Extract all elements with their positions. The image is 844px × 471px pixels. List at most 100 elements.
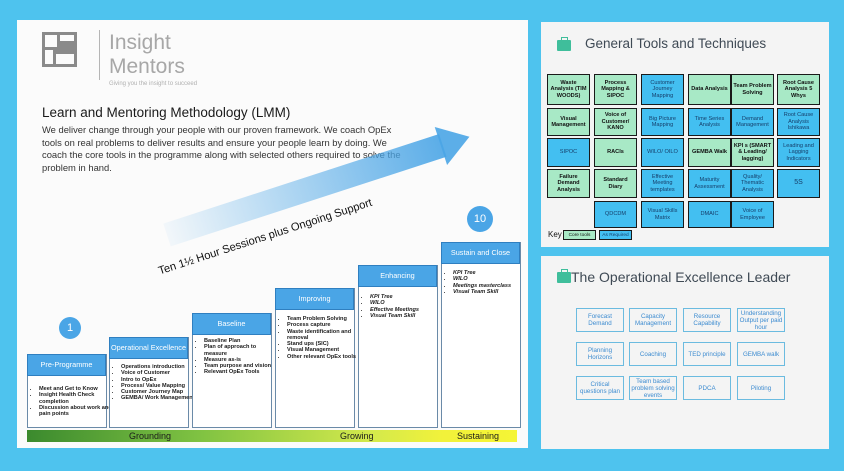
stage-item: Team purpose and vision xyxy=(204,363,280,369)
tool-cell: Visual Management xyxy=(547,108,590,136)
stage-items: KPI Tree WILO Meetings masterclass Visua… xyxy=(443,270,529,295)
tool-cell: DMAIC xyxy=(688,201,731,228)
stage-item: Operations introduction xyxy=(121,364,197,370)
stage-item: Plan of approach to measure xyxy=(204,344,280,357)
stage-item: WILO xyxy=(453,276,529,282)
stage-item: Process/ Value Mapping xyxy=(121,383,197,389)
stage-item: KPI Tree xyxy=(370,294,446,300)
insight-mentors-logo-icon xyxy=(42,32,77,67)
logo-divider xyxy=(99,30,100,80)
leader-item: Piloting xyxy=(737,376,785,400)
lmm-description: We deliver change through your people wi… xyxy=(42,124,401,173)
stage-item: Meetings masterclass xyxy=(453,283,529,289)
tools-panel: General Tools and Techniques Waste Analy… xyxy=(541,22,829,247)
leader-item: Forecast Demand xyxy=(576,308,624,332)
logo-word-mentors: Mentors xyxy=(109,55,185,78)
tool-cell: Quality/ Thematic Analysis xyxy=(731,169,774,198)
tool-cell: Root Cause Analysis Ishikawa xyxy=(777,108,820,136)
stage-items: Meet and Get to Know Insight Health Chec… xyxy=(29,386,115,417)
stage-card xyxy=(275,288,355,428)
leader-panel: The Operational Excellence Leader Foreca… xyxy=(541,256,829,449)
stage-item: WILO xyxy=(370,300,446,306)
tool-cell: Effective Meeting templates xyxy=(641,169,684,198)
tool-cell: Voice of Employee xyxy=(731,201,774,228)
leader-item: Understanding Output per paid hour xyxy=(737,308,785,332)
stage-header: Pre-Programme xyxy=(27,354,106,376)
tool-cell: Leading and Lagging Indicators xyxy=(777,138,820,167)
tool-cell: Customer Journey Mapping xyxy=(641,74,684,105)
tool-cell: Voice of Customer/ KANO xyxy=(594,108,637,136)
phase-label: Growing xyxy=(340,431,374,441)
tool-cell: QDCDM xyxy=(594,201,637,228)
logo-word-insight: Insight xyxy=(109,31,171,54)
tool-cell: Big Picture Mapping xyxy=(641,108,684,136)
leader-title: The Operational Excellence Leader xyxy=(571,269,791,285)
tool-cell: Failure Demand Analysis xyxy=(547,169,590,198)
lmm-panel: Insight Mentors Giving you the insight t… xyxy=(17,20,528,448)
stage-item: Customer Journey Map xyxy=(121,389,197,395)
tool-cell: KPI s (SMART & Leading/ lagging) xyxy=(731,138,774,167)
briefcase-icon xyxy=(557,269,571,283)
tool-cell: RACIs xyxy=(594,138,637,167)
tool-cell: 5S xyxy=(777,169,820,198)
stage-item: Baseline Plan xyxy=(204,338,280,344)
stage-item: Stand ups (SIC) xyxy=(287,341,363,347)
logo-tagline: Giving you the insight to succeed xyxy=(109,81,198,87)
briefcase-icon xyxy=(557,37,571,51)
stage-item: Team Problem Solving xyxy=(287,316,363,322)
leader-item: GEMBA walk xyxy=(737,342,785,366)
stage-item: Meet and Get to Know xyxy=(39,386,115,392)
leader-item: Coaching xyxy=(629,342,677,366)
tool-cell: Maturity Assessment xyxy=(688,169,731,198)
stage-header: Baseline xyxy=(192,313,271,335)
stage-header: Sustain and Close xyxy=(441,242,520,264)
stage-card xyxy=(441,242,521,428)
leader-item: Planning Horizons xyxy=(576,342,624,366)
tools-title: General Tools and Techniques xyxy=(585,36,767,51)
key-label: Key xyxy=(548,230,562,239)
stage-item: Other relevant OpEx tools xyxy=(287,354,363,360)
stage-items: Operations introduction Voice of Custome… xyxy=(111,364,197,402)
phase-gradient-bar xyxy=(27,430,517,442)
tool-cell: GEMBA Walk xyxy=(688,138,731,167)
end-marker: 10 xyxy=(467,206,493,232)
stage-item: Discussion about work and pain points xyxy=(39,405,115,418)
tool-cell: Standard Diary xyxy=(594,169,637,198)
leader-item: Resource Capability xyxy=(683,308,731,332)
stage-items: KPI Tree WILO Effective Meetings Visual … xyxy=(360,294,446,319)
key-core-tools: Core tools xyxy=(563,230,596,240)
stage-header: Improving xyxy=(275,288,354,310)
phase-label: Grounding xyxy=(129,431,172,441)
stage-item: Effective Meetings xyxy=(370,307,446,313)
stage-item: Insight Health Check completion xyxy=(39,392,115,405)
lmm-title: Learn and Mentoring Methodology (LMM) xyxy=(42,105,291,120)
stage-items: Baseline Plan Plan of approach to measur… xyxy=(194,338,280,376)
tool-cell: WILO/ OILO xyxy=(641,138,684,167)
stage-item: Measure as-is xyxy=(204,357,280,363)
stage-item: Process capture xyxy=(287,322,363,328)
leader-item: Team based problem solving events xyxy=(629,376,677,400)
stage-items: Team Problem Solving Process capture Was… xyxy=(277,316,363,360)
start-marker: 1 xyxy=(59,317,81,339)
stage-item: KPI Tree xyxy=(453,270,529,276)
stage-card xyxy=(358,265,438,428)
stage-header: Enhancing xyxy=(358,265,437,287)
leader-item: TED principle xyxy=(683,342,731,366)
stage-item: Visual Team Skill xyxy=(453,289,529,295)
tool-cell: Time Series Analysis xyxy=(688,108,731,136)
tool-cell: Root Cause Analysis 5 Whys xyxy=(777,74,820,105)
leader-item: Critical questions plan xyxy=(576,376,624,400)
tool-cell: Process Mapping & SIPOC xyxy=(594,74,637,105)
stage-header: Operational Excellence xyxy=(109,337,188,359)
leader-item: Capacity Management xyxy=(629,308,677,332)
tool-cell: Team Problem Solving xyxy=(731,74,774,105)
key-as-required: As Required xyxy=(599,230,632,240)
phase-label: Sustaining xyxy=(457,431,500,441)
stage-item: Relevant OpEx Tools xyxy=(204,369,280,375)
stage-item: Visual Team Skill xyxy=(370,313,446,319)
tool-cell: Demand Management xyxy=(731,108,774,136)
tool-cell: Waste Analysis (TIM WOODS) xyxy=(547,74,590,105)
stage-item: Voice of Customer xyxy=(121,370,197,376)
stage-item: Intro to OpEx xyxy=(121,377,197,383)
stage-item: Waste identification and removal xyxy=(287,329,363,342)
